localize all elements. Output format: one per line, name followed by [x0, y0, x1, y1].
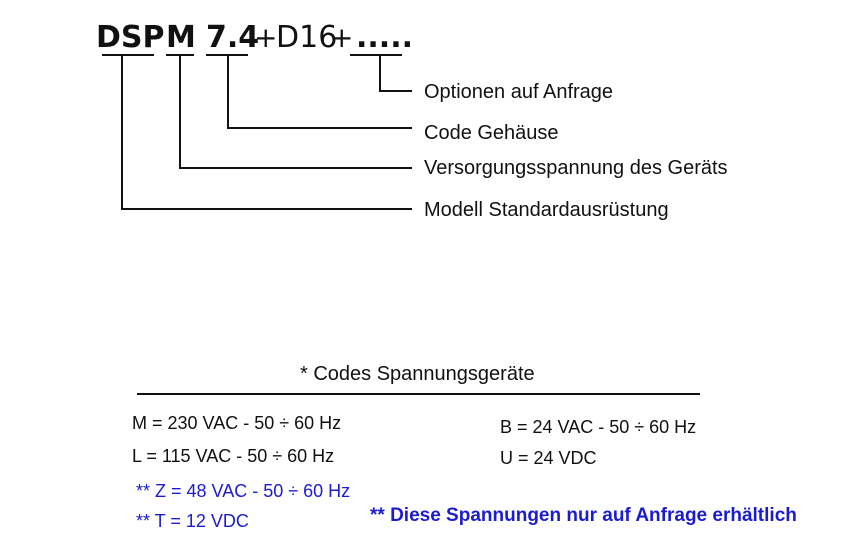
code-plus-2: +	[330, 21, 353, 54]
voltage-codes-divider	[137, 393, 700, 395]
code-part-dsp: DSP	[96, 20, 165, 55]
voltage-code-u: U = 24 VDC	[500, 448, 597, 468]
voltage-code-z: ** Z = 48 VAC - 50 ÷ 60 Hz	[136, 481, 351, 501]
on-request-note: ** Diese Spannungen nur auf Anfrage erhä…	[370, 505, 797, 526]
voltage-code-l: L = 115 VAC - 50 ÷ 60 Hz	[132, 446, 335, 466]
desc-housing: Code Gehäuse	[424, 122, 559, 144]
desc-options: Optionen auf Anfrage	[424, 81, 613, 103]
connector-housing	[227, 55, 412, 129]
desc-supply: Versorgungsspannung des Geräts	[424, 157, 728, 179]
desc-model: Modell Standardausrüstung	[424, 199, 669, 221]
code-part-dots: .....	[356, 20, 413, 55]
voltage-code-t: ** T = 12 VDC	[136, 511, 249, 531]
connector-model	[121, 55, 412, 210]
code-part-d16: D16	[276, 20, 337, 55]
code-part-7-4: 7.4	[206, 20, 259, 55]
code-part-m: M	[166, 20, 196, 55]
voltage-code-b: B = 24 VAC - 50 ÷ 60 Hz	[500, 417, 697, 437]
voltage-code-m: M = 230 VAC - 50 ÷ 60 Hz	[132, 413, 342, 433]
connector-supply	[179, 55, 412, 169]
connector-options	[379, 55, 412, 92]
voltage-codes-title: * Codes Spannungsgeräte	[300, 363, 535, 385]
code-plus-1: +	[254, 21, 277, 54]
